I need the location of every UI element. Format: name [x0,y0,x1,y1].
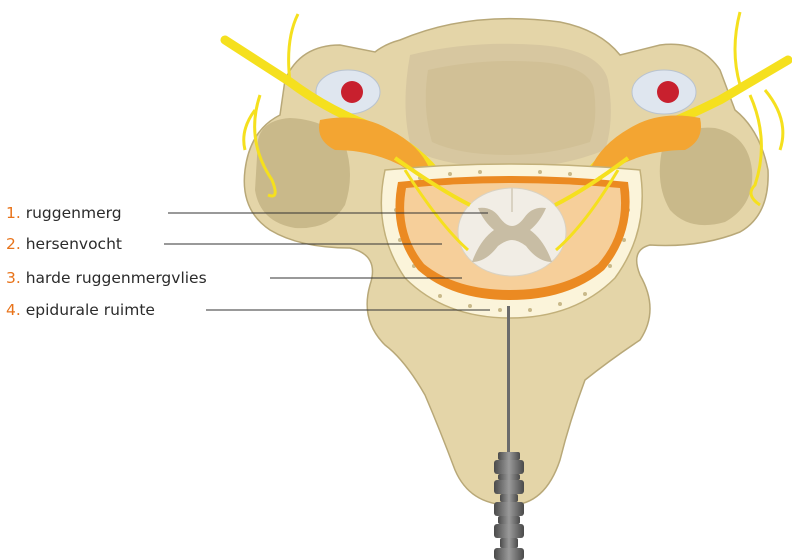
label-2-number: 2. [6,235,21,253]
label-1: 1. ruggenmerg [6,203,122,223]
needle-hub [494,452,524,560]
label-2-text: hersenvocht [26,235,122,253]
label-1-text: ruggenmerg [26,204,122,222]
label-2: 2. hersenvocht [6,234,122,254]
vertebral-body-inner [426,61,596,155]
label-4: 4. epidurale ruimte [6,300,155,320]
artery-left [341,81,363,103]
label-1-number: 1. [6,204,21,222]
label-3-number: 3. [6,269,21,287]
label-3: 3. harde ruggenmergvlies [6,268,207,288]
artery-right [657,81,679,103]
label-4-number: 4. [6,301,21,319]
label-3-text: harde ruggenmergvlies [26,269,207,287]
label-4-text: epidurale ruimte [26,301,155,319]
needle-shaft [507,306,510,456]
